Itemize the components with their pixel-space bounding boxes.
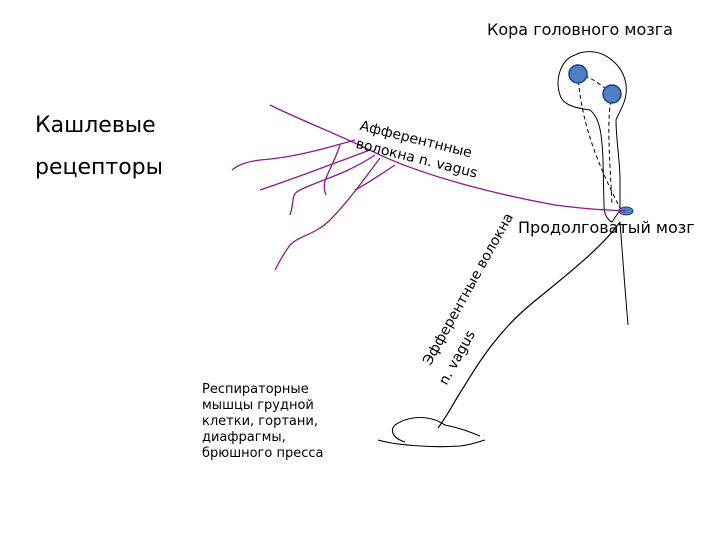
muscles-label-line: брюшного пресса <box>202 446 324 461</box>
cortex-label: Кора головного мозга <box>487 20 673 39</box>
receptors-label-line2: рецепторы <box>35 155 164 180</box>
medulla-descending-line <box>619 221 629 326</box>
cortex-outline <box>557 51 627 223</box>
muscles-label-line: клетки, гортани, <box>202 414 318 429</box>
afferent-nerve <box>231 104 627 271</box>
muscles-label-line: Респираторные <box>202 382 309 397</box>
muscles-label-line: мышцы грудной <box>202 398 314 413</box>
efferent-nerve <box>437 221 621 429</box>
muscle-fiber <box>377 416 486 448</box>
receptors-label-line1: Кашлевые <box>35 113 156 138</box>
cortical-neuron-1 <box>568 64 588 84</box>
medulla-label: Продолговатый мозг <box>518 218 695 237</box>
muscles-label-line: диафрагмы, <box>202 430 286 445</box>
muscles-label: Респираторные мышцы грудной клетки, горт… <box>202 382 324 462</box>
cortical-neuron-2 <box>602 84 622 104</box>
